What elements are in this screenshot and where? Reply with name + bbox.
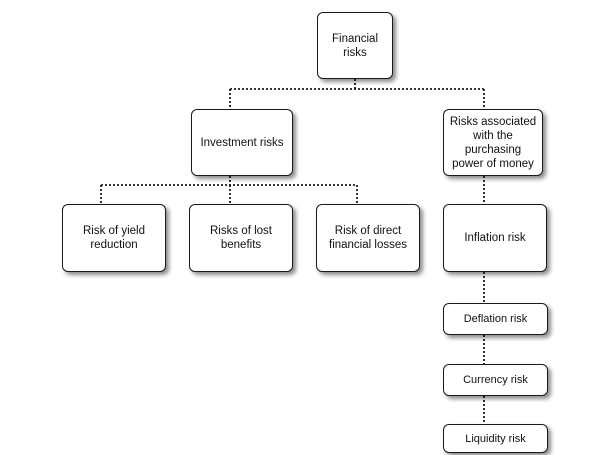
node-risk-of-direct-financial-losses: Risk of direct financial losses: [316, 204, 420, 272]
node-purchasing-power-risks: Risks associated with the purchasing pow…: [443, 109, 543, 176]
node-investment-risks: Investment risks: [191, 109, 293, 176]
node-risks-of-lost-benefits-label: Risks of lost benefits: [210, 225, 272, 251]
node-deflation-risk: Deflation risk: [443, 303, 548, 335]
node-financial-risks: Financial risks: [317, 12, 393, 79]
node-liquidity-risk: Liquidity risk: [443, 424, 548, 453]
node-currency-risk-label: Currency risk: [463, 374, 528, 386]
node-risk-of-yield-reduction-label: Risk of yield reduction: [83, 225, 145, 251]
node-risks-of-lost-benefits: Risks of lost benefits: [189, 204, 293, 272]
node-risk-of-direct-financial-losses-label: Risk of direct financial losses: [329, 225, 407, 251]
node-currency-risk: Currency risk: [443, 364, 548, 396]
node-inflation-risk: Inflation risk: [443, 204, 547, 272]
node-inflation-risk-label: Inflation risk: [464, 232, 526, 244]
node-investment-risks-label: Investment risks: [200, 136, 284, 149]
node-liquidity-risk-label: Liquidity risk: [465, 432, 526, 445]
node-purchasing-power-risks-label: Risks associated with the purchasing pow…: [449, 115, 537, 170]
node-financial-risks-label: Financial risks: [331, 32, 379, 59]
node-deflation-risk-label: Deflation risk: [463, 313, 528, 325]
node-risk-of-yield-reduction: Risk of yield reduction: [62, 204, 166, 272]
